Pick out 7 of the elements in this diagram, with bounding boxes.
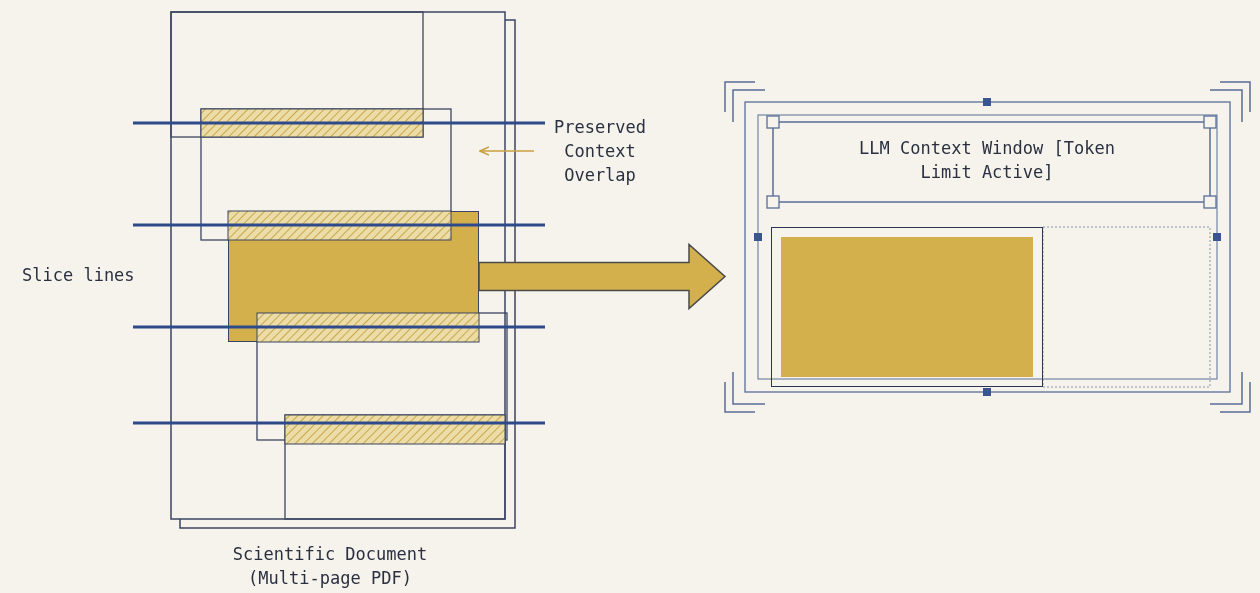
annotation-text: Preserved Context Overlap	[540, 115, 660, 187]
leader-arrow	[479, 146, 535, 156]
document-caption: Scientific Document (Multi-page PDF)	[231, 543, 429, 590]
side-label: Slice lines	[22, 264, 135, 287]
context-window-title: LLM Context Window [Token Limit Active]	[858, 137, 1116, 184]
block-arrow	[478, 242, 727, 311]
text-chunk-block	[771, 227, 1043, 387]
